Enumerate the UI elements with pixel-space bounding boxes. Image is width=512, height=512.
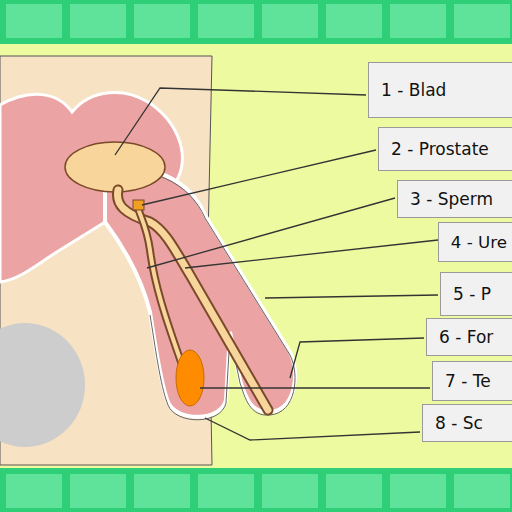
top-bar-cells [6, 4, 510, 38]
sperm-duct-outline [138, 208, 182, 365]
label-text: 3 - Sperm [398, 189, 493, 209]
label-box: 5 - P [440, 272, 512, 316]
label-box: 7 - Te [432, 361, 512, 401]
top-bar [0, 0, 512, 44]
bottom-bar [0, 468, 512, 512]
hip-bone [0, 323, 85, 447]
label-box: 8 - Sc [422, 404, 512, 442]
label-box: 6 - For [426, 318, 512, 356]
label-box: 2 - Prostate [378, 127, 512, 171]
bladder [65, 142, 165, 192]
label-text: 7 - Te [433, 371, 491, 391]
genital-tissue [105, 169, 295, 417]
label-text: 2 - Prostate [379, 139, 489, 159]
testis [176, 350, 204, 406]
label-text: 1 - Blad [369, 80, 446, 100]
sperm-duct [138, 208, 182, 365]
label-text: 8 - Sc [423, 413, 483, 433]
label-box: 1 - Blad [368, 62, 512, 118]
bottom-bar-cells [6, 474, 510, 508]
skin-outline [105, 172, 295, 420]
label-box: 3 - Sperm [397, 180, 512, 218]
label-box: 4 - Ure [438, 222, 512, 262]
urethra-outline [117, 190, 268, 410]
label-text: 4 - Ure [439, 233, 507, 252]
label-text: 6 - For [427, 327, 493, 347]
urethra [117, 190, 268, 410]
label-text: 5 - P [441, 284, 491, 304]
